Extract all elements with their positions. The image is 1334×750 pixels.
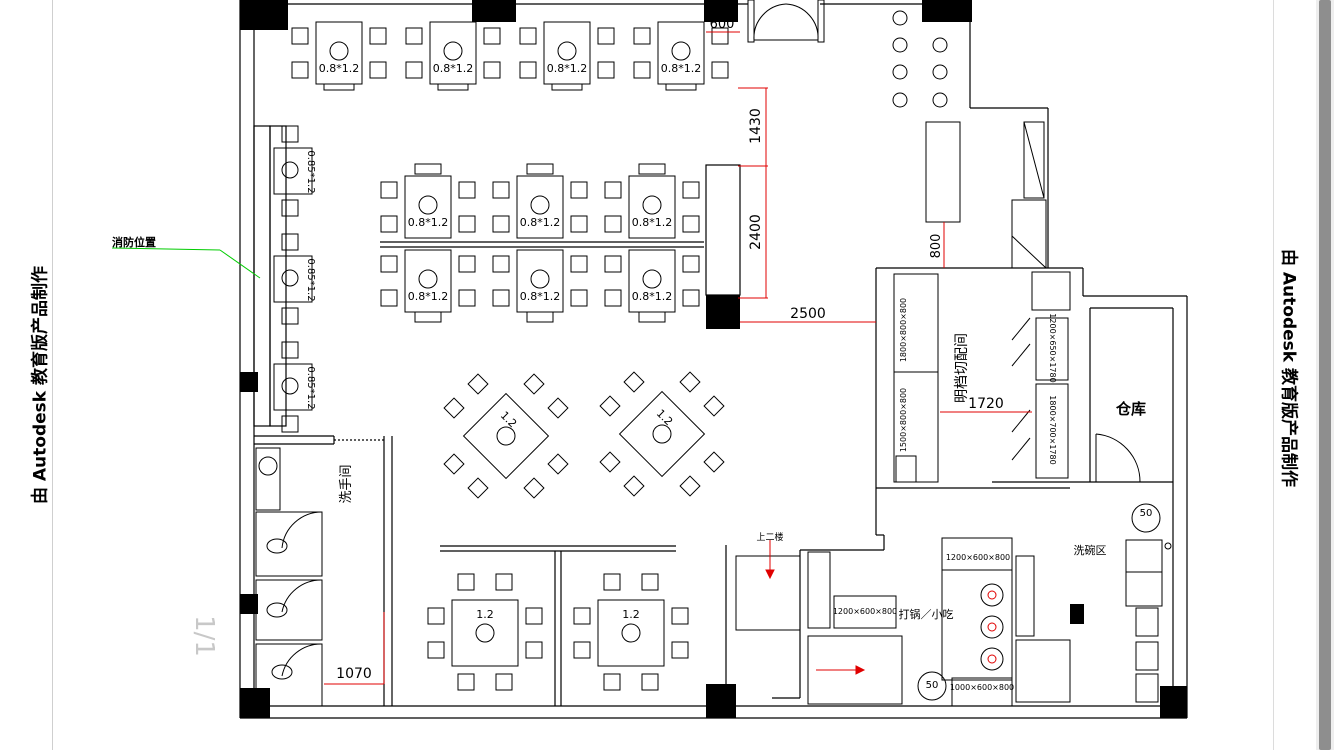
booth-table [273,233,313,325]
chair-back [437,83,469,91]
round-table [443,373,569,499]
circle-50-label: 50 [926,680,939,691]
equip-label: 1200×600×800 [946,553,1010,562]
dimension-1720: 1720 [968,396,1004,412]
leader-lines [111,247,261,279]
equip-label: 1000×600×800 [950,683,1014,692]
furniture [273,21,729,691]
dimension-lines [324,31,1032,685]
table-size-label: 0.8*1.2 [547,62,588,75]
table-size-label: 0.85*1.2 [305,258,316,301]
equip-label: 1200×600×800 [833,607,897,616]
square-table [573,573,689,691]
table-size-label: 0.8*1.2 [661,62,702,75]
label-upstairs: 上二楼 [756,531,783,543]
chair [414,311,442,323]
dining-table [380,175,476,239]
chair-back [551,83,583,91]
table-size-label: 0.8*1.2 [520,290,561,303]
table-size-label: 0.8*1.2 [632,290,673,303]
table-size-label: 0.8*1.2 [433,62,474,75]
scrollbar-thumb[interactable] [1319,0,1331,750]
chair [638,163,666,175]
dining-table [405,21,501,85]
dimension-2400: 2400 [748,214,764,250]
washroom-fixtures [255,447,323,707]
chair [414,163,442,175]
kitchen-equipment [833,10,1172,707]
equip-label: 1800×800×800 [899,298,908,362]
equip-label: 1800×700×1780 [1048,395,1057,464]
chair [526,163,554,175]
dining-table [604,175,700,239]
label-washroom: 洗手间 [339,464,354,503]
dining-table [492,175,588,239]
table-size-label: 0.8*1.2 [632,216,673,229]
equip-label: 1200×650×1780 [1048,313,1057,382]
dimension-600: 600 [710,17,735,32]
table-size-label: 1.2 [476,608,494,621]
annotations: 0.8*1.2 0.8*1.2 0.8*1.2 0.8*1.2 0.8*1.2 0.8*1… [112,17,1152,692]
walls [239,0,1188,719]
booth-table [273,125,313,217]
table-size-label: 0.8*1.2 [520,216,561,229]
dimension-1430: 1430 [748,108,764,144]
label-open-kitchen: 明档切配间 [954,333,970,403]
table-size-label: 0.8*1.2 [319,62,360,75]
table-size-label: 1.2 [498,409,520,431]
chair [526,311,554,323]
table-size-label: 0.85*1.2 [305,150,316,193]
page-edge-left [52,0,53,750]
circle-50-label: 50 [1140,508,1153,519]
table-size-label: 0.85*1.2 [305,366,316,409]
round-table [599,371,725,497]
table-size-label: 0.8*1.2 [408,290,449,303]
chair-back [665,83,697,91]
table-size-label: 1.2 [622,608,640,621]
booth-table [273,341,313,433]
table-size-label: 0.8*1.2 [408,216,449,229]
dimension-1070: 1070 [336,666,372,682]
columns [240,0,1187,718]
label-warehouse: 仓库 [1115,400,1146,418]
table-size-label: 1.2 [654,407,676,429]
dimension-2500: 2500 [790,306,826,322]
chair [638,311,666,323]
page-edge-right [1273,0,1274,750]
chair-back [323,83,355,91]
equip-label: 1500×800×800 [899,388,908,452]
dining-table [604,249,700,313]
stairs [735,551,1035,705]
label-hotpot-snack: 打锅／小吃 [899,607,954,621]
dimension-800: 800 [929,234,944,259]
label-wash-area: 洗碗区 [1074,543,1107,557]
entrance-door [747,0,825,43]
square-table [427,573,543,691]
label-fire-position: 消防位置 [112,235,156,249]
